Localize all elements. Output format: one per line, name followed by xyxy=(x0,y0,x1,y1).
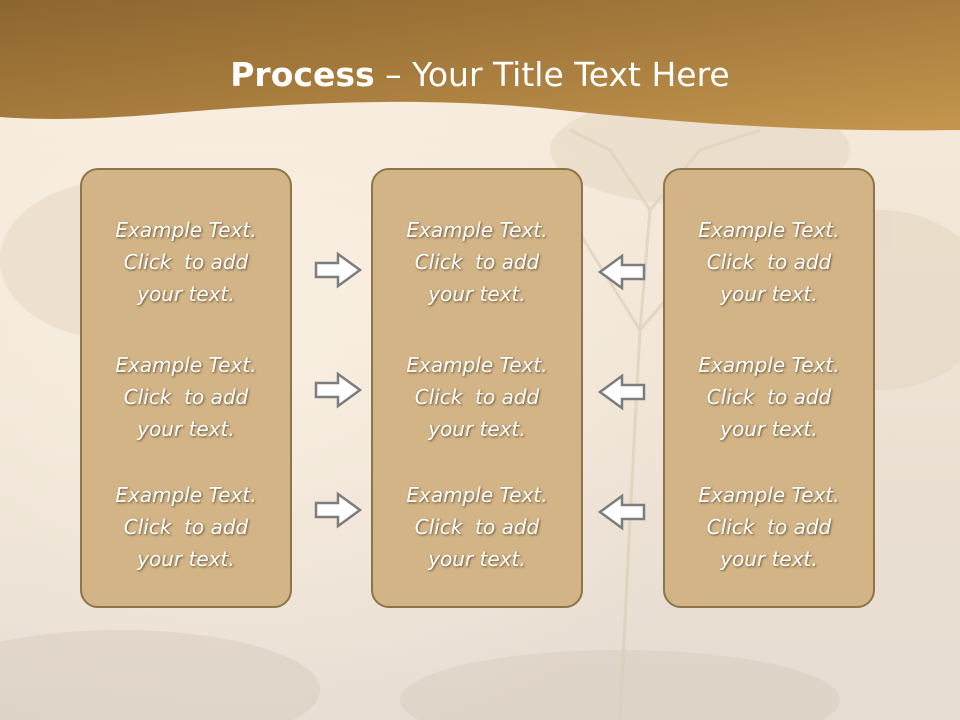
text-line: Example Text. xyxy=(115,483,257,507)
right-arrow-icon[interactable] xyxy=(312,490,364,530)
text-line: your text. xyxy=(720,417,818,441)
text-line: Click to add xyxy=(414,250,540,274)
text-line: Example Text. xyxy=(406,218,548,242)
text-line: Example Text. xyxy=(406,483,548,507)
text-line: Example Text. xyxy=(115,218,257,242)
text-line: Example Text. xyxy=(698,218,840,242)
text-item[interactable]: Example Text. Click to add your text. xyxy=(82,214,290,310)
text-item[interactable]: Example Text. Click to add your text. xyxy=(665,479,873,575)
header-band xyxy=(0,0,960,131)
text-line: Click to add xyxy=(123,250,249,274)
text-line: Click to add xyxy=(706,515,832,539)
text-item[interactable]: Example Text. Click to add your text. xyxy=(82,479,290,575)
foreground-brush xyxy=(0,630,840,720)
text-line: your text. xyxy=(720,282,818,306)
text-item[interactable]: Example Text. Click to add your text. xyxy=(665,214,873,310)
slide-title[interactable]: Process – Your Title Text Here xyxy=(0,52,960,98)
text-line: your text. xyxy=(720,547,818,571)
left-arrow-icon[interactable] xyxy=(596,372,648,412)
text-line: Click to add xyxy=(706,250,832,274)
title-rest-part: – Your Title Text Here xyxy=(374,55,730,94)
text-line: Click to add xyxy=(123,515,249,539)
text-line: your text. xyxy=(428,547,526,571)
process-box-right[interactable]: Example Text. Click to add your text. Ex… xyxy=(663,168,875,608)
right-arrow-icon[interactable] xyxy=(312,370,364,410)
text-line: your text. xyxy=(137,417,235,441)
text-item[interactable]: Example Text. Click to add your text. xyxy=(373,479,581,575)
text-line: your text. xyxy=(428,282,526,306)
text-line: Click to add xyxy=(414,385,540,409)
text-line: Example Text. xyxy=(406,353,548,377)
title-bold-part: Process xyxy=(230,55,375,94)
text-line: Click to add xyxy=(414,515,540,539)
text-line: Example Text. xyxy=(115,353,257,377)
right-arrow-icon[interactable] xyxy=(312,250,364,290)
left-arrow-icon[interactable] xyxy=(596,252,648,292)
text-line: your text. xyxy=(428,417,526,441)
process-box-center[interactable]: Example Text. Click to add your text. Ex… xyxy=(371,168,583,608)
text-line: Example Text. xyxy=(698,353,840,377)
text-line: your text. xyxy=(137,282,235,306)
process-box-left[interactable]: Example Text. Click to add your text. Ex… xyxy=(80,168,292,608)
text-item[interactable]: Example Text. Click to add your text. xyxy=(665,349,873,445)
text-item[interactable]: Example Text. Click to add your text. xyxy=(373,349,581,445)
text-item[interactable]: Example Text. Click to add your text. xyxy=(373,214,581,310)
text-line: Click to add xyxy=(123,385,249,409)
text-line: your text. xyxy=(137,547,235,571)
text-line: Click to add xyxy=(706,385,832,409)
left-arrow-icon[interactable] xyxy=(596,492,648,532)
text-line: Example Text. xyxy=(698,483,840,507)
text-item[interactable]: Example Text. Click to add your text. xyxy=(82,349,290,445)
